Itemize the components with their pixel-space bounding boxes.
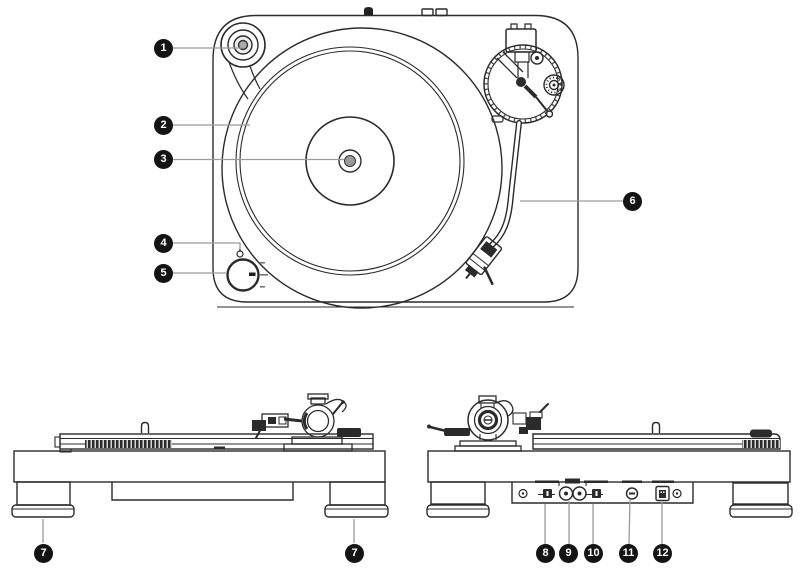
plinth-front bbox=[13, 450, 386, 483]
spindle-front bbox=[140, 421, 150, 433]
foot-right-rear bbox=[729, 482, 793, 518]
spindle-rear bbox=[651, 421, 661, 433]
motor-pulley bbox=[220, 22, 266, 68]
platter-rear bbox=[532, 429, 781, 450]
tonearm-front bbox=[252, 393, 361, 452]
top-view bbox=[212, 7, 579, 309]
headshell-cartridge bbox=[464, 236, 503, 286]
cue-lever bbox=[523, 84, 554, 118]
screw bbox=[518, 488, 528, 499]
foot-left-rear bbox=[426, 481, 490, 518]
callout-badge-7-left: 7 bbox=[34, 544, 53, 563]
callout-badge-7-right: 7 bbox=[345, 544, 364, 563]
plinth-top-view bbox=[212, 14, 579, 303]
callout-badge-4: 4 bbox=[154, 234, 173, 253]
foot-right bbox=[324, 481, 389, 518]
connection-panel bbox=[511, 478, 694, 504]
front-view bbox=[11, 393, 389, 518]
dc-power-jack bbox=[625, 487, 639, 500]
finger-lift bbox=[483, 266, 494, 286]
selector-switch-2 bbox=[586, 489, 603, 498]
dust-cover-latch bbox=[364, 7, 373, 15]
plinth-rear bbox=[427, 450, 791, 483]
tonearm-rear bbox=[427, 395, 549, 452]
spindle bbox=[338, 149, 362, 173]
power-led bbox=[236, 249, 244, 258]
dust-cover-hinge bbox=[435, 8, 448, 17]
callout-badge-8: 8 bbox=[536, 544, 555, 563]
rca-jacks bbox=[558, 481, 587, 501]
callout-badge-9: 9 bbox=[559, 544, 578, 563]
drive-belt bbox=[228, 61, 249, 100]
callout-badge-5: 5 bbox=[154, 264, 173, 283]
record-label bbox=[305, 116, 395, 206]
screw bbox=[672, 488, 682, 499]
callout-badge-3: 3 bbox=[154, 150, 173, 169]
tonearm bbox=[464, 23, 565, 286]
rear-view bbox=[426, 395, 793, 518]
anti-skate-knob bbox=[543, 74, 565, 96]
leader-lines bbox=[42, 47, 663, 545]
callout-badge-2: 2 bbox=[154, 116, 173, 135]
callout-badge-1: 1 bbox=[154, 39, 173, 58]
selector-switch-1 bbox=[538, 489, 555, 498]
strobe-ribbing bbox=[85, 440, 172, 448]
platter bbox=[221, 27, 503, 309]
callout-badge-11: 11 bbox=[619, 544, 638, 563]
strobe-ribbing bbox=[742, 440, 780, 448]
callout-badge-6: 6 bbox=[623, 192, 642, 211]
callout-badge-10: 10 bbox=[584, 544, 603, 563]
foot-left bbox=[11, 481, 75, 518]
speed-knob bbox=[226, 258, 268, 292]
counterweight bbox=[505, 23, 537, 78]
callout-badge-12: 12 bbox=[653, 544, 672, 563]
arm-rest bbox=[491, 115, 504, 123]
usb-port bbox=[655, 485, 670, 502]
dust-cover-hinge bbox=[421, 8, 434, 17]
